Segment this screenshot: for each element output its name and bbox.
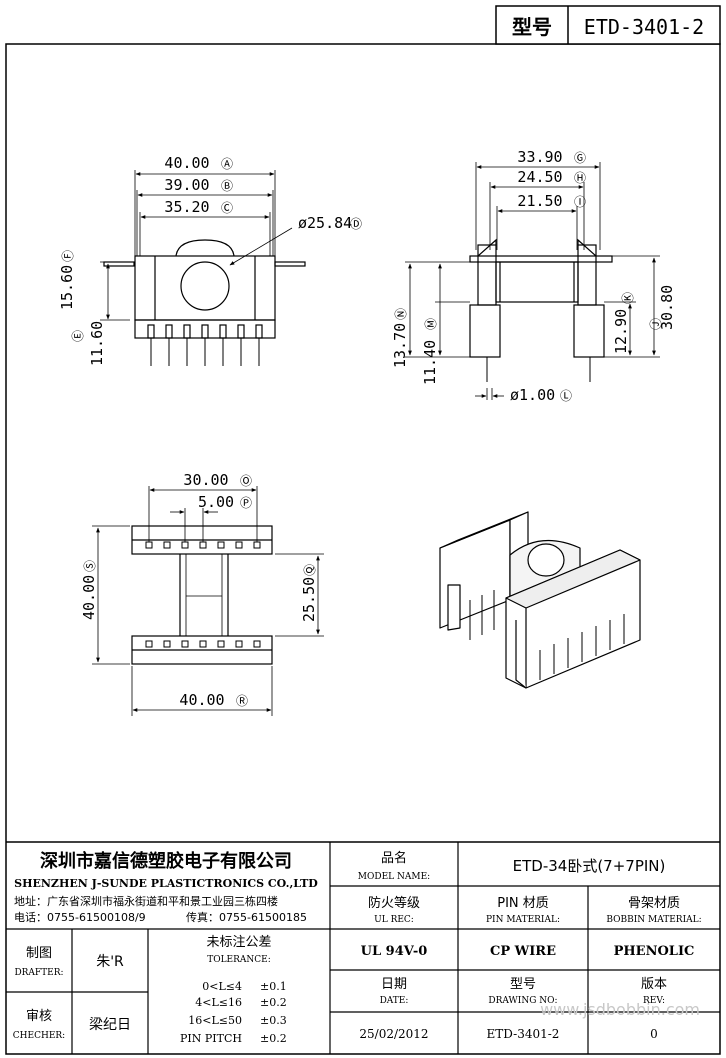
rev-value: 0 <box>650 1027 658 1041</box>
bottom-view-labels: 30.00 Ⓞ 5.00 Ⓟ 40.00 Ⓢ 25.50 Ⓠ 40.00 Ⓡ <box>80 471 318 709</box>
dim-B: 39.00 <box>164 176 209 194</box>
company-tel: 电话：0755-61500108/9 <box>14 911 146 924</box>
dim-O: 30.00 <box>183 471 228 489</box>
dim-I: 21.50 <box>517 192 562 210</box>
dim-C: 35.20 <box>164 198 209 216</box>
title-block <box>6 841 720 1054</box>
side-view <box>405 162 660 400</box>
dim-P-tag: Ⓟ <box>240 496 252 510</box>
company-fax: 传真：0755-61500185 <box>186 910 307 924</box>
tol-value: ±0.2 <box>260 1032 287 1045</box>
header-type-value: ETD-3401-2 <box>584 15 704 39</box>
pin-value: CP WIRE <box>490 944 556 959</box>
dim-E-tag: Ⓔ <box>71 330 85 342</box>
side-view-labels: 33.90 Ⓖ 24.50 Ⓗ 21.50 Ⓘ 12.90 Ⓚ 30.80 Ⓙ … <box>391 148 676 404</box>
dim-K: 12.90 <box>612 309 630 354</box>
rev-label-cn: 版本 <box>641 977 667 992</box>
dim-A-tag: Ⓐ <box>221 157 233 171</box>
front-view <box>100 170 306 366</box>
drawing-label-cn: 型号 <box>510 977 536 992</box>
ul-label-en: UL REC: <box>374 915 414 925</box>
dim-F: 15.60 <box>58 265 76 310</box>
date-label-en: DATE: <box>380 996 409 1006</box>
bottom-view <box>92 486 324 716</box>
tol-value: ±0.1 <box>260 980 287 993</box>
tol-range: 4<L≤16 <box>195 996 242 1009</box>
tol-range: PIN PITCH <box>180 1032 242 1045</box>
model-label-en: MODEL NAME: <box>358 872 430 882</box>
dim-G-tag: Ⓖ <box>574 151 586 165</box>
tolerance-label-cn: 未标注公差 <box>206 935 271 950</box>
dim-E: 11.60 <box>88 321 106 366</box>
rev-label-en: REV: <box>643 996 665 1006</box>
dim-C-tag: Ⓒ <box>221 201 233 215</box>
pin-label-en: PIN MATERIAL: <box>486 915 560 925</box>
dim-R: 40.00 <box>179 691 224 709</box>
model-value: ETD-34卧式(7+7PIN) <box>513 857 666 875</box>
header-type-label: 型号 <box>512 15 552 39</box>
drafter-label-cn: 制图 <box>26 946 52 961</box>
company-address: 地址：广东省深圳市福永街道和平和景工业园三栋四楼 <box>14 894 278 908</box>
dim-N: 13.70 <box>391 323 409 368</box>
dim-Q-tag: Ⓠ <box>303 564 317 576</box>
dim-S: 40.00 <box>80 575 98 620</box>
tol-value: ±0.3 <box>260 1014 287 1027</box>
date-label-cn: 日期 <box>381 977 407 992</box>
isometric-view <box>439 511 641 689</box>
tol-value: ±0.2 <box>260 996 287 1009</box>
drafter-value: 朱'R <box>96 954 124 970</box>
drafter-label-en: DRAFTER: <box>14 968 63 978</box>
ul-label-cn: 防火等级 <box>368 895 420 911</box>
dim-M-tag: Ⓜ <box>424 318 438 330</box>
sheet-border <box>5 43 721 1055</box>
pin-label-cn: PIN 材质 <box>497 896 549 911</box>
date-value: 25/02/2012 <box>359 1027 428 1041</box>
dim-S-tag: Ⓢ <box>83 560 97 572</box>
dim-J-tag: Ⓙ <box>649 318 663 330</box>
dim-O-tag: Ⓞ <box>240 474 252 488</box>
dim-B-tag: Ⓑ <box>221 179 233 193</box>
dim-R-tag: Ⓡ <box>236 694 248 708</box>
tol-range: 0<L≤4 <box>202 980 242 993</box>
dim-M: 11.40 <box>421 340 439 385</box>
dim-D: ø25.84 <box>298 214 352 232</box>
tolerance-rows: 0<L≤4 ±0.1 4<L≤16 ±0.2 16<L≤50 ±0.3 PIN … <box>180 980 287 1045</box>
bobbin-label-en: BOBBIN MATERIAL: <box>606 915 701 925</box>
bobbin-value: PHENOLIC <box>614 944 695 959</box>
tolerance-label-en: TOLERANCE: <box>207 955 271 965</box>
company-info: 深圳市嘉信德塑胶电子有限公司 SHENZHEN J-SUNDE PLASTICT… <box>14 850 318 924</box>
dim-G: 33.90 <box>517 148 562 166</box>
dim-K-tag: Ⓚ <box>621 292 635 304</box>
dim-H: 24.50 <box>517 168 562 186</box>
model-label-cn: 品名 <box>381 850 407 866</box>
dim-P: 5.00 <box>198 493 234 511</box>
company-name-en: SHENZHEN J-SUNDE PLASTICTRONICS CO.,LTD <box>14 877 318 890</box>
dim-D-tag: Ⓓ <box>350 217 362 231</box>
header-box: 型号 ETD-3401-2 <box>495 5 721 45</box>
checker-label-cn: 审核 <box>26 1009 52 1024</box>
dim-F-tag: Ⓕ <box>61 250 75 262</box>
dim-Q: 25.50 <box>300 577 318 622</box>
bobbin-label-cn: 骨架材质 <box>628 896 680 911</box>
dim-I-tag: Ⓘ <box>574 195 586 209</box>
dim-L: ø1.00 <box>510 386 555 404</box>
dim-N-tag: Ⓝ <box>394 308 408 320</box>
drawing-label-en: DRAWING NO: <box>488 996 557 1006</box>
dim-L-tag: Ⓛ <box>560 389 572 403</box>
tol-range: 16<L≤50 <box>188 1014 242 1027</box>
dim-A: 40.00 <box>164 154 209 172</box>
front-view-labels: 40.00 Ⓐ 39.00 Ⓑ 35.20 Ⓒ ø25.84 Ⓓ 15.60 Ⓕ… <box>58 154 362 366</box>
dim-J: 30.80 <box>658 285 676 330</box>
drawing-value: ETD-3401-2 <box>487 1027 560 1041</box>
ul-value: UL 94V-0 <box>361 944 428 959</box>
dim-H-tag: Ⓗ <box>574 171 586 185</box>
watermark: www.jsdbobbin.com <box>540 1000 700 1019</box>
company-name-cn: 深圳市嘉信德塑胶电子有限公司 <box>40 850 292 872</box>
title-block-fields: 品名 MODEL NAME: ETD-34卧式(7+7PIN) 防火等级 UL … <box>13 850 702 1045</box>
checker-label-en: CHECHER: <box>13 1031 65 1041</box>
checker-value: 梁纪日 <box>89 1017 131 1033</box>
